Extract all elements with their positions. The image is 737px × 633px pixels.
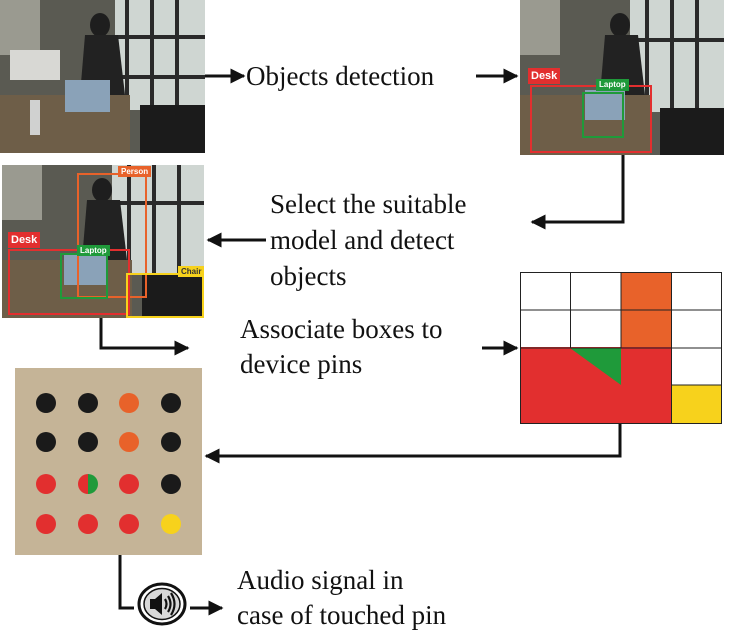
model-detection-photo: Person Desk Laptop Chair <box>2 165 204 318</box>
select-model-label-line1: Select the suitable <box>270 189 467 219</box>
desk-tag: Desk <box>8 232 41 248</box>
laptop-bounding-box <box>582 92 624 138</box>
tactile-pin-device <box>15 368 202 555</box>
detection-photo: Desk Laptop <box>520 0 724 155</box>
pin-r4c1[interactable] <box>36 514 56 534</box>
scene-illustration <box>2 165 204 318</box>
objects-detection-label: Objects detection <box>246 61 435 91</box>
pin-r1c2[interactable] <box>78 393 98 413</box>
pin-r2c4[interactable] <box>161 432 181 452</box>
arrow-to-device <box>204 424 622 464</box>
audio-label-line1: Audio signal in <box>237 565 404 595</box>
device-to-speaker-line <box>118 555 134 610</box>
grid-region-chair <box>671 385 722 424</box>
box-to-pin-grid <box>520 272 722 424</box>
pin-r3c4[interactable] <box>161 474 181 494</box>
pin-r1c4[interactable] <box>161 393 181 413</box>
pin-r1c1[interactable] <box>36 393 56 413</box>
associate-label-line1: Associate boxes to <box>240 314 443 344</box>
input-photo <box>0 0 205 153</box>
laptop-tag: Laptop <box>77 245 110 256</box>
pin-r3c3[interactable] <box>119 474 139 494</box>
select-model-label-line2: model and detect <box>270 225 455 255</box>
grid-region-laptop <box>570 348 621 385</box>
associate-label-line2: device pins <box>240 349 363 379</box>
select-model-label-line3: objects <box>270 261 347 291</box>
pin-r4c3[interactable] <box>119 514 139 534</box>
pin-r1c3[interactable] <box>119 393 139 413</box>
grid-lines <box>520 272 722 424</box>
pin-r4c2[interactable] <box>78 514 98 534</box>
pin-r3c1[interactable] <box>36 474 56 494</box>
pin-r2c1[interactable] <box>36 432 56 452</box>
desk-tag: Desk <box>528 68 561 84</box>
desk-bounding-box <box>530 85 652 153</box>
pin-r2c2[interactable] <box>78 432 98 452</box>
pin-r2c3[interactable] <box>119 432 139 452</box>
arrow-to-associate-label <box>99 318 190 356</box>
chair-tag: Chair <box>178 266 204 277</box>
arrow-to-select-label <box>530 155 625 230</box>
scene-illustration <box>0 0 205 153</box>
chair-bounding-box <box>126 273 204 318</box>
person-tag: Person <box>118 166 152 177</box>
pin-r4c4[interactable] <box>161 514 181 534</box>
pin-r3c2[interactable] <box>78 474 98 494</box>
speaker-icon <box>137 582 187 626</box>
desk-bounding-box <box>8 249 130 315</box>
audio-label-line2: case of touched pin <box>237 600 447 630</box>
person-bounding-box <box>77 173 147 298</box>
laptop-tag: Laptop <box>596 79 629 91</box>
